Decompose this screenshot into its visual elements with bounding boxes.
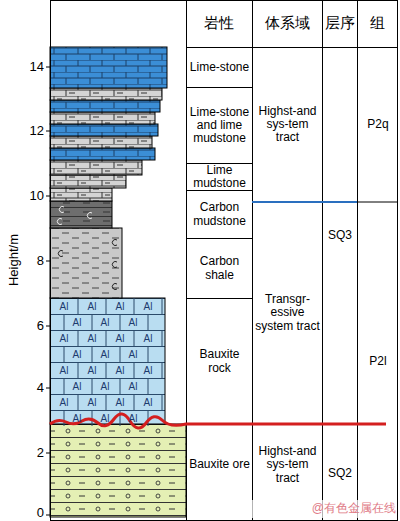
lithology-symbol: Al (122, 411, 144, 425)
lithology-symbol: Al (122, 347, 144, 361)
tick-label: 10 (4, 188, 44, 204)
watermark: @有色金属在线 (250, 500, 396, 518)
table-cell: Bauxite ore (187, 426, 252, 504)
lithology-symbol: Al (137, 299, 159, 313)
table-cell: Transgr-essive system tract (253, 203, 322, 423)
lithology-symbol: Al (53, 395, 75, 409)
table-cell: Lime-stone (187, 48, 252, 87)
tick-label: 6 (4, 318, 44, 334)
lithology-symbol: Al (109, 299, 131, 313)
tick-label: 12 (4, 123, 44, 139)
table-cell: Lime-stone and lime mudstone (187, 88, 252, 163)
lithology-symbol: Al (94, 315, 116, 329)
lithology-symbol: Al (66, 411, 88, 425)
lithology-symbol: Al (94, 411, 116, 425)
table-cell: Carbon shale (187, 239, 252, 298)
tick-label: 8 (4, 253, 44, 269)
lithology-symbol: Al (81, 331, 103, 345)
table-cell: Highst-and sys-tem tract (253, 426, 322, 504)
lithology-symbol: Al (122, 315, 144, 329)
lithology-symbol: Al (94, 347, 116, 361)
tick-label: 0 (4, 505, 44, 521)
tick-label: 14 (4, 59, 44, 75)
lithology-symbol: Al (66, 347, 88, 361)
lithology-symbol: Al (53, 363, 75, 377)
axis-title: Height/m (6, 210, 22, 310)
lithology-symbol: Al (81, 299, 103, 313)
lithology-symbol: Al (66, 315, 88, 329)
lithology-symbol: Al (137, 363, 159, 377)
lithology-symbol: Al (109, 363, 131, 377)
column-header: 岩性 (186, 0, 252, 47)
column-header: 组 (357, 0, 398, 47)
table-cell: SQ3 (323, 48, 357, 423)
lithology-symbol: Al (66, 379, 88, 393)
lithology-symbol: Al (81, 363, 103, 377)
table-cell: P2q (358, 48, 398, 201)
lithology-symbol: Al (81, 395, 103, 409)
lithology-symbol: Al (94, 379, 116, 393)
lithology-symbol: Al (53, 331, 75, 345)
table-cell: Carbon mudstone (187, 191, 252, 238)
table-cell: Highst-and sys-tem tract (253, 48, 322, 201)
table-cell: Lime mudstone (187, 164, 252, 190)
tick-label: 4 (4, 380, 44, 396)
table-cell: P2l (358, 203, 398, 521)
column-header: 层序 (322, 0, 357, 47)
tick-label: 2 (4, 445, 44, 461)
column-header: 体系域 (252, 0, 322, 47)
lithology-symbol: Al (122, 379, 144, 393)
lithology-symbol: Al (53, 299, 75, 313)
table-cell: Bauxite rock (187, 299, 252, 424)
lithology-symbol: Al (137, 395, 159, 409)
lithology-symbol: Al (109, 395, 131, 409)
lithology-symbol: Al (109, 331, 131, 345)
lithology-symbol: Al (137, 331, 159, 345)
